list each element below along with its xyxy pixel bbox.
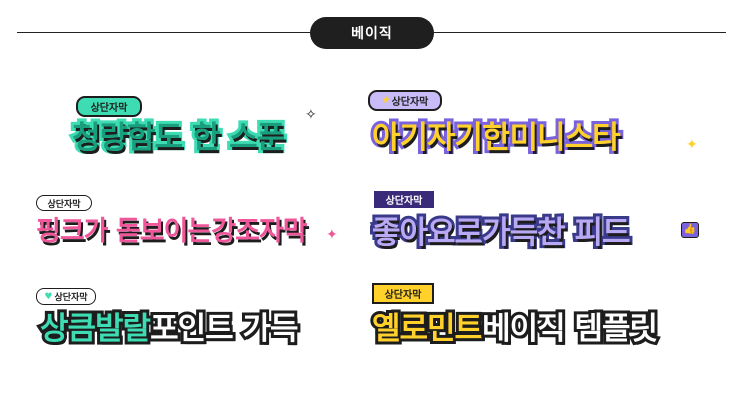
caption-1-highlight: 청량함 (69, 117, 159, 159)
star-icon: ★ (381, 95, 391, 106)
category-badge[interactable]: 베이직 (310, 17, 434, 49)
sparkle-icon: ✦ (326, 227, 338, 243)
caption-6-tag: 상단자막 (372, 283, 434, 304)
caption-5-text[interactable]: 상큼발랄 포인트 가득 (37, 303, 302, 350)
caption-5-rest: 포인트 가득 (147, 308, 301, 350)
caption-3-text[interactable]: 핑크가 돋보이는 강조자막 (33, 209, 310, 250)
caption-5-tag: ♥상단자막 (36, 288, 96, 305)
caption-4-main: 좋아요로 (369, 212, 486, 254)
caption-2-highlight: 미니스타 (507, 117, 624, 159)
sparkle-icon: ✧ (305, 107, 317, 123)
caption-3-highlight: 강조자막 (209, 214, 310, 250)
caption-2-text[interactable]: 아기자기한 미니스타 (369, 112, 624, 159)
caption-2-tag: ★상단자막 (368, 90, 442, 111)
sparkle-icon: ✦ (686, 137, 698, 153)
caption-2-main: 아기자기한 (369, 117, 514, 159)
caption-6-text[interactable]: 옐로민트 베이직 템플릿 (369, 303, 661, 350)
caption-1-text[interactable]: 청량함도 한 스푼 (69, 112, 289, 159)
caption-4-text[interactable]: 좋아요로 가득찬 피드 (369, 207, 634, 254)
thumbs-up-icon: 👍 (681, 222, 699, 238)
caption-1-rest: 도 한 스푼 (152, 117, 289, 159)
caption-3-tag: 상단자막 (36, 195, 92, 211)
caption-4-tag: 상단자막 (374, 191, 434, 208)
caption-6-main: 옐로민트 (369, 308, 486, 350)
caption-5-main: 상큼발랄 (37, 308, 154, 350)
heart-icon: ♥ (44, 291, 53, 302)
caption-4-highlight: 가득찬 피드 (479, 212, 633, 254)
caption-6-rest: 베이직 템플릿 (479, 308, 661, 350)
caption-3-main: 핑크가 돋보이는 (33, 214, 214, 250)
caption-1-tag: 상단자막 (76, 96, 142, 117)
